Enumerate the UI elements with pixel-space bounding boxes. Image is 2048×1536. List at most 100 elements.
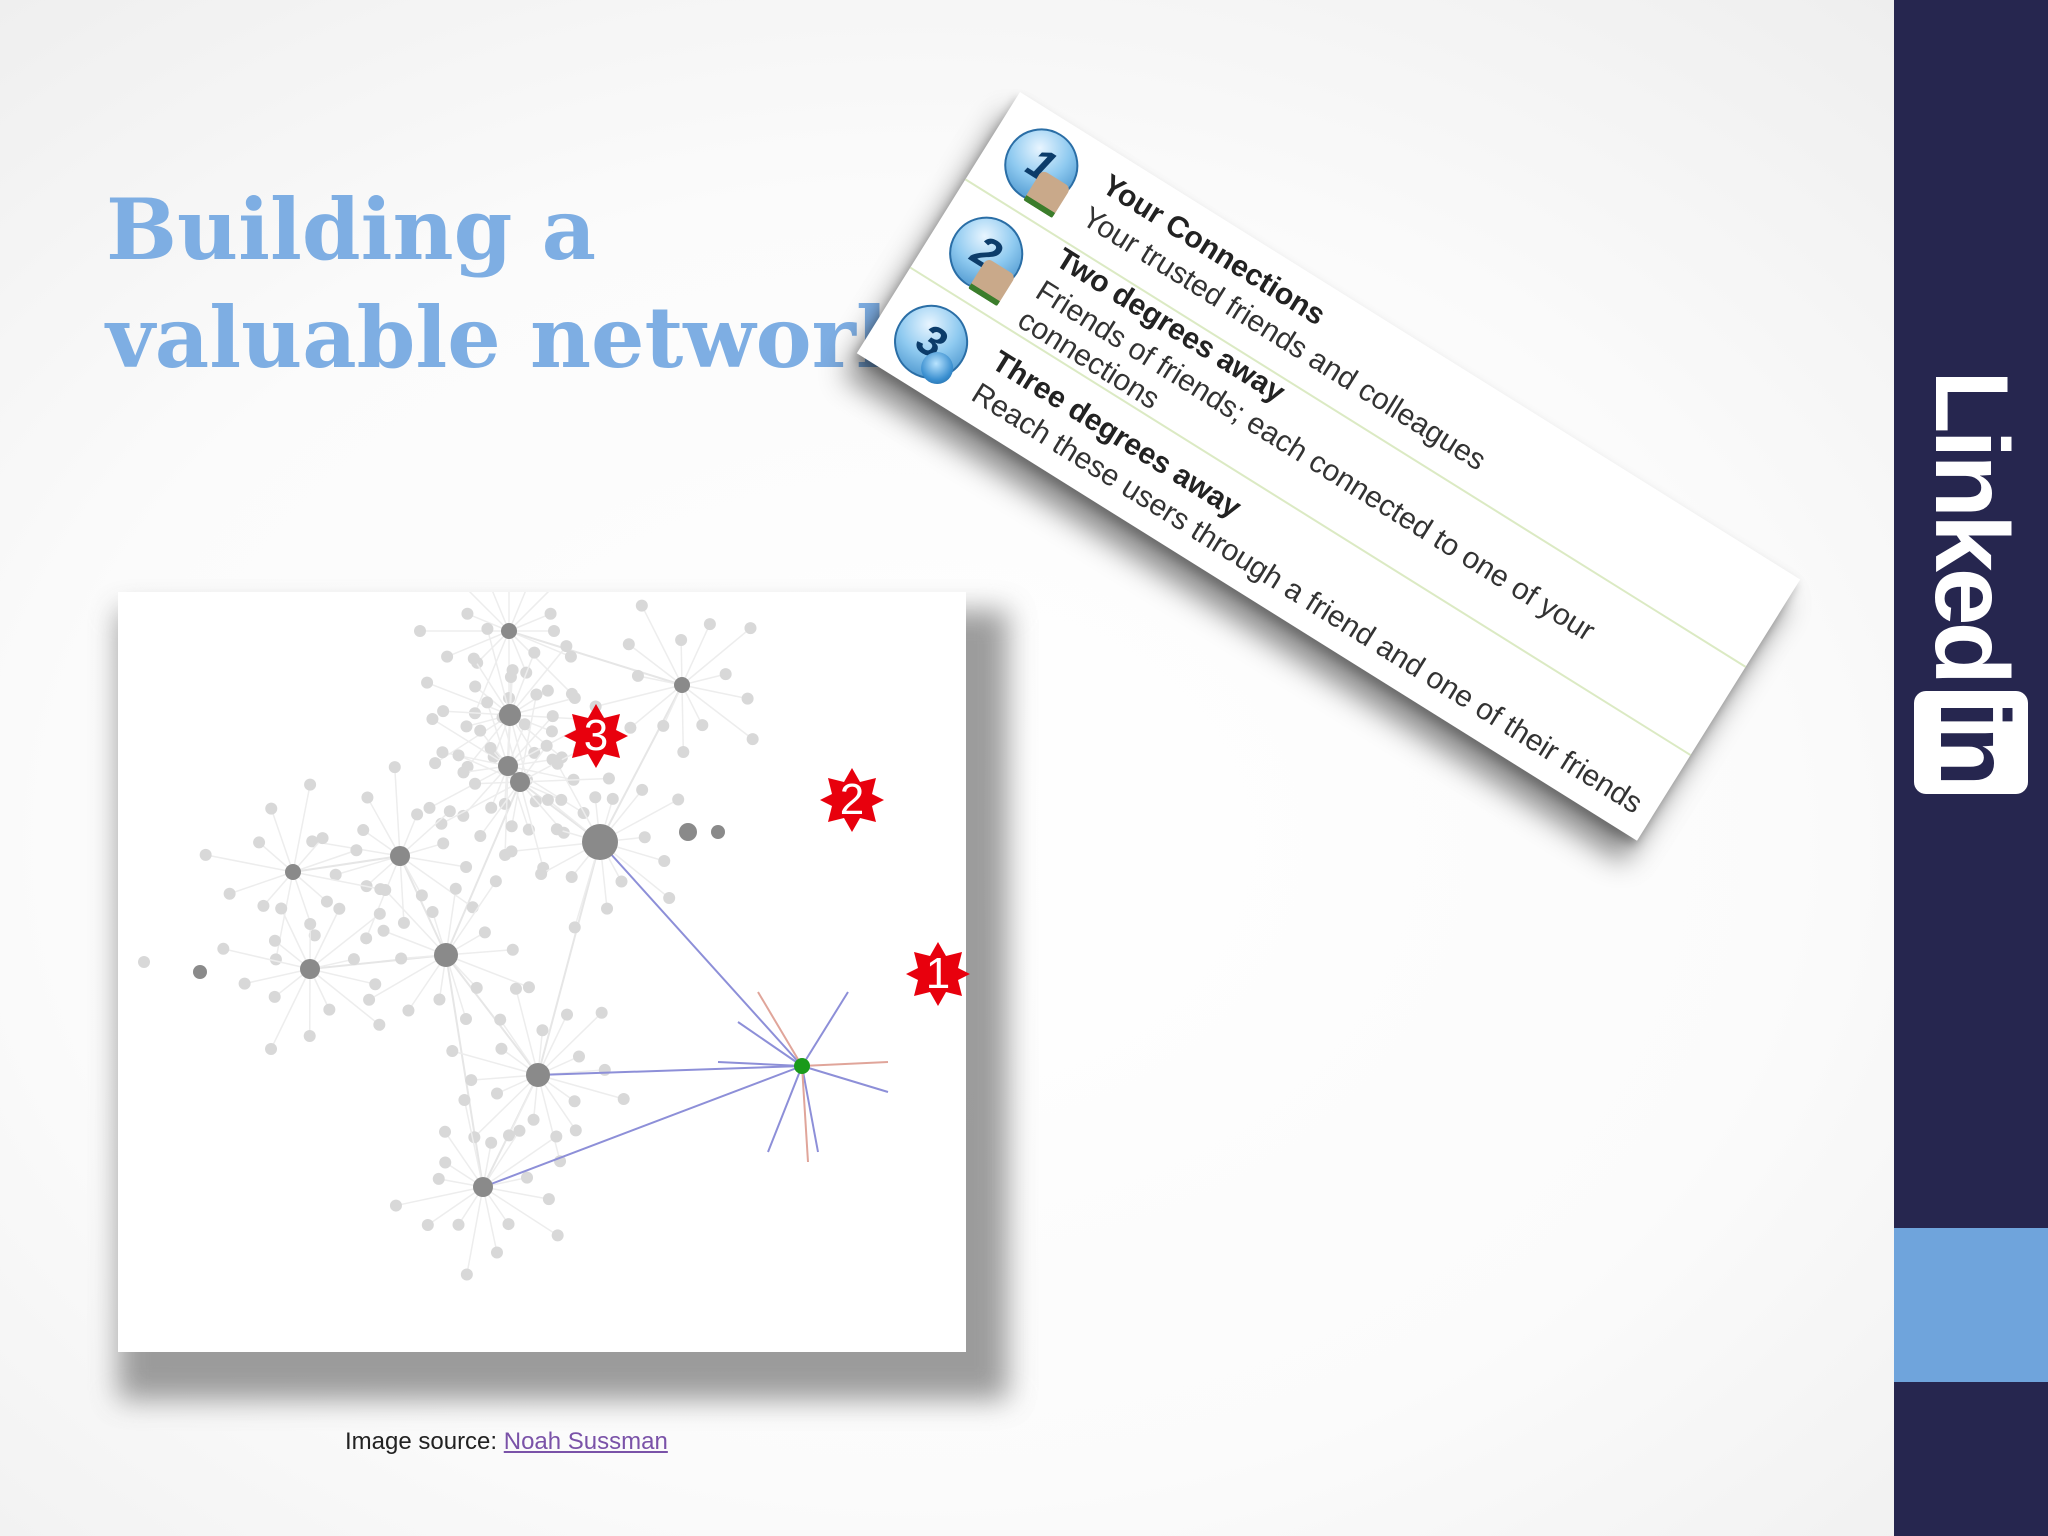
- graph-node: [217, 942, 230, 955]
- graph-node: [257, 899, 270, 912]
- graph-node: [467, 652, 480, 665]
- graph-node: [677, 745, 690, 758]
- graph-edge: [519, 777, 609, 783]
- graph-edge-highlight: [801, 991, 849, 1067]
- graph-node: [388, 761, 401, 774]
- graph-edge: [445, 954, 484, 1188]
- graph-edge: [445, 954, 539, 1076]
- graph-node: [441, 650, 454, 663]
- graph-node: [595, 1006, 608, 1019]
- graph-edge: [444, 1131, 484, 1188]
- graph-edge: [426, 681, 511, 716]
- graph-edge-highlight: [801, 1061, 889, 1067]
- graph-edge: [445, 954, 530, 988]
- graph-node: [544, 607, 557, 620]
- graph-node: [458, 1093, 471, 1106]
- graph-node: [631, 669, 644, 682]
- graph-edge: [509, 697, 575, 716]
- image-source: Image source: Noah Sussman: [345, 1428, 668, 1456]
- graph-node: [527, 1113, 540, 1126]
- graph-node: [528, 646, 541, 659]
- graph-edge: [292, 855, 401, 873]
- graph-node: [461, 607, 474, 620]
- graph-node: [369, 978, 382, 991]
- logo-in-box: in: [1914, 691, 2030, 795]
- graph-edge: [482, 1135, 557, 1188]
- graph-node: [485, 801, 498, 814]
- graph-edge: [473, 658, 511, 716]
- graph-node: [548, 625, 560, 637]
- graph-edge: [509, 652, 536, 716]
- brand-accent-block: [1894, 1228, 2048, 1382]
- graph-node: [415, 889, 428, 902]
- graph-edge: [399, 855, 447, 956]
- graph-node: [615, 875, 628, 888]
- graph-edge: [486, 628, 511, 716]
- graph-hub-node: [510, 772, 530, 792]
- graph-hub-node: [285, 864, 301, 880]
- graph-edge: [292, 871, 381, 890]
- graph-node: [373, 1018, 386, 1031]
- network-graph-svg: [138, 592, 889, 1281]
- graph-node: [573, 1050, 586, 1063]
- graph-edge: [641, 605, 683, 686]
- graph-node: [411, 808, 424, 821]
- graph-hub-node: [390, 846, 410, 866]
- graph-node: [555, 793, 568, 806]
- graph-node: [460, 720, 473, 733]
- graph-node: [459, 1012, 472, 1025]
- graph-edge: [452, 1050, 539, 1076]
- graph-edge: [292, 784, 311, 873]
- graph-node: [449, 882, 462, 895]
- graph-node: [377, 924, 390, 937]
- graph-node: [253, 836, 266, 849]
- graph-node: [542, 1193, 555, 1206]
- graph-node: [550, 823, 563, 836]
- graph-node: [636, 783, 649, 796]
- marker-label: 1: [925, 949, 951, 998]
- graph-hub-node: [498, 756, 518, 776]
- graph-node: [606, 792, 619, 805]
- graph-node: [536, 1024, 549, 1037]
- graph-edge: [395, 1186, 484, 1207]
- graph-node: [598, 1063, 611, 1076]
- graph-node: [506, 943, 519, 956]
- graph-edge: [482, 1186, 498, 1253]
- graph-hub-node: [679, 823, 697, 841]
- slide-title: Building a valuable network: [106, 176, 926, 392]
- graph-edge: [508, 630, 573, 695]
- graph-edge: [205, 854, 294, 873]
- graph-edge: [292, 849, 357, 873]
- title-line-2: valuable network: [106, 288, 915, 387]
- graph-edge: [507, 765, 530, 830]
- graph-hub-node: [674, 677, 690, 693]
- graph-edge: [365, 855, 401, 939]
- graph-node: [564, 650, 577, 663]
- degree-badge: 3: [880, 290, 983, 393]
- marker-label: 2: [839, 775, 865, 824]
- graph-node: [741, 692, 754, 705]
- graph-node: [485, 1136, 498, 1149]
- graph-edge: [482, 1130, 521, 1188]
- graph-node: [568, 1095, 581, 1108]
- graph-hub-node: [434, 943, 458, 967]
- graph-node: [658, 855, 671, 868]
- graph-edge: [366, 797, 401, 857]
- graph-node: [565, 870, 578, 883]
- graph-edge: [399, 855, 467, 868]
- graph-node: [446, 1044, 459, 1057]
- graph-node: [439, 1125, 452, 1138]
- graph-edge: [280, 908, 311, 970]
- graph-edge-highlight: [717, 1061, 803, 1067]
- graph-node: [426, 712, 439, 725]
- graph-node: [350, 844, 363, 857]
- image-source-link[interactable]: Noah Sussman: [503, 1428, 668, 1455]
- graph-node: [568, 921, 581, 934]
- graph-edge-highlight: [801, 1065, 809, 1163]
- graph-node: [484, 741, 497, 754]
- graph-edge: [479, 781, 521, 837]
- graph-edge: [681, 684, 685, 753]
- graph-edge: [509, 645, 567, 716]
- graph-node: [494, 1013, 507, 1026]
- graph-node: [460, 861, 473, 874]
